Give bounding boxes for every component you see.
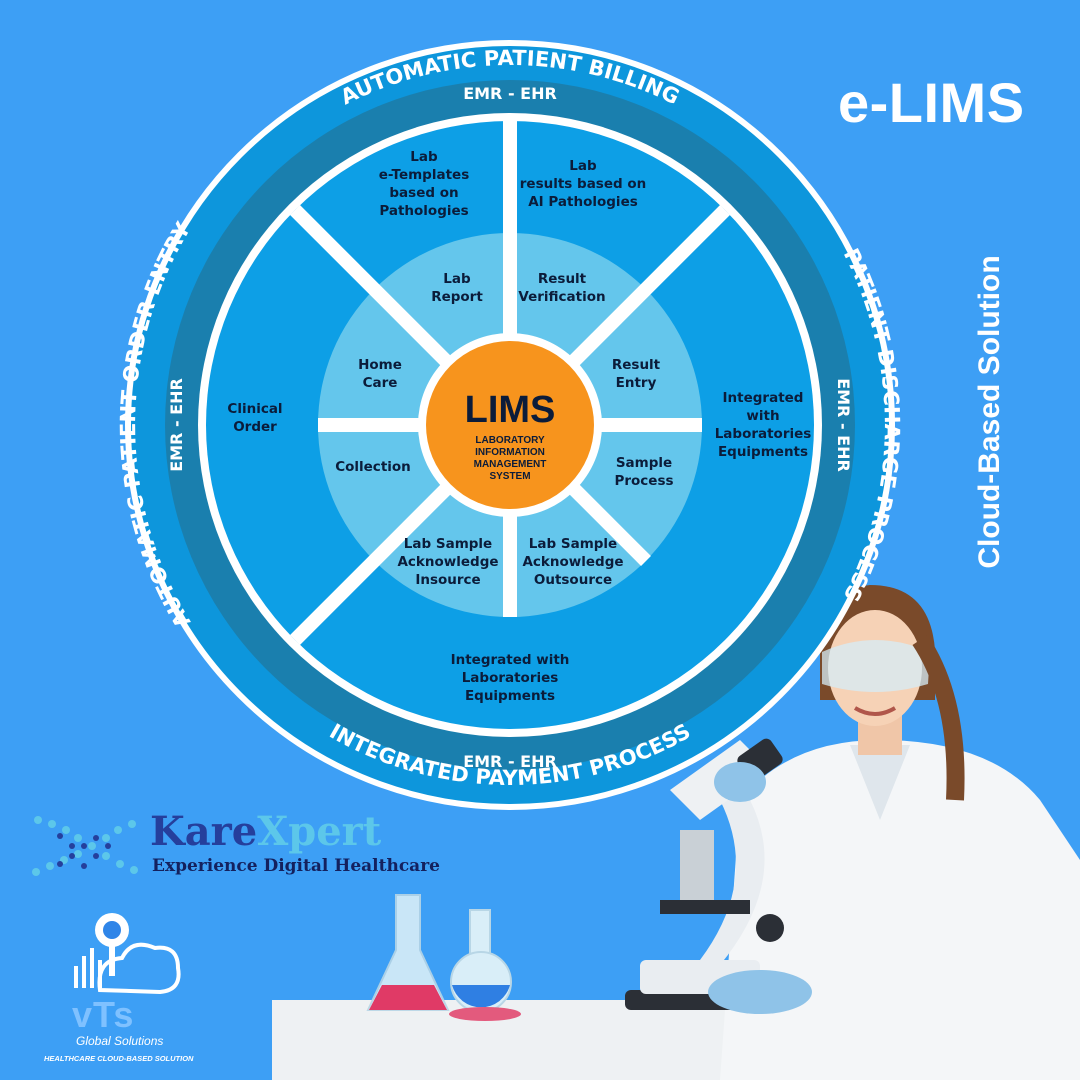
inner-segment-label-7-line-1: Collection xyxy=(335,459,411,475)
vts-subtitle: Global Solutions xyxy=(76,1034,164,1048)
outer-segment-label-1-line-4: Pathologies xyxy=(379,203,468,219)
outer-segment-label-4-line-3: Equipments xyxy=(465,688,555,704)
lab-scene-illustration xyxy=(272,585,1080,1080)
emr-label-right: EMR - EHR xyxy=(834,378,853,472)
inner-segment-label-4-line-2: Process xyxy=(614,473,673,489)
lims-center-line-2: INFORMATION xyxy=(475,447,545,458)
inner-segment-label-1-line-2: Report xyxy=(431,289,483,305)
outer-segment-label-5-line-2: Order xyxy=(233,419,277,435)
vts-cloud-logo-icon xyxy=(74,913,181,995)
outer-segment-label-3-line-2: with xyxy=(746,408,779,424)
outer-segment-label-2-line-3: AI Pathologies xyxy=(528,194,638,210)
outer-segment-label-4-line-2: Laboratories xyxy=(462,670,559,686)
inner-segment-label-6-line-2: Acknowledge xyxy=(397,554,498,570)
inner-segment-label-8-line-2: Care xyxy=(363,375,398,391)
inner-segment-label-5-line-2: Acknowledge xyxy=(522,554,623,570)
inner-segment-label-5-line-3: Outsource xyxy=(534,572,612,588)
emr-label-top: EMR - EHR xyxy=(463,84,557,103)
e-lims-title: e-LIMS xyxy=(838,71,1025,134)
karexpert-brand-name: KareXpert xyxy=(150,808,381,855)
outer-segment-label-3-line-4: Equipments xyxy=(718,444,808,460)
inner-segment-label-6-line-1: Lab Sample xyxy=(404,536,492,552)
inner-segment-label-6-line-3: Insource xyxy=(415,572,480,588)
outer-segment-label-1-line-3: based on xyxy=(389,185,458,201)
karexpert-name-kare: Kare xyxy=(150,808,258,855)
inner-segment-label-2-line-1: Result xyxy=(538,271,587,287)
outer-segment-label-3-line-1: Integrated xyxy=(723,390,804,406)
emr-label-bottom: EMR - EHR xyxy=(463,752,557,771)
inner-segment-label-4-line-1: Sample xyxy=(616,455,672,471)
karexpert-logo-icon xyxy=(32,816,138,876)
emr-label-left: EMR - EHR xyxy=(167,378,186,472)
outer-segment-label-3-line-3: Laboratories xyxy=(715,426,812,442)
lims-center-title: LIMS xyxy=(465,389,556,431)
flask-round xyxy=(450,909,512,1013)
outer-segment-label-1-line-1: Lab xyxy=(410,149,438,165)
inner-segment-label-8-line-1: Home xyxy=(358,357,402,373)
lims-center-circle xyxy=(426,341,594,509)
lims-center-line-1: LABORATORY xyxy=(475,435,545,446)
vts-brand-name: vTs xyxy=(72,994,135,1035)
inner-segment-label-1-line-1: Lab xyxy=(443,271,471,287)
lims-center-line-3: MANAGEMENT xyxy=(474,459,547,470)
inner-segment-label-2-line-2: Verification xyxy=(518,289,605,305)
cloud-based-solution-label: Cloud-Based Solution xyxy=(973,255,1006,569)
lims-center-line-4: SYSTEM xyxy=(489,471,530,482)
inner-segment-label-5-line-1: Lab Sample xyxy=(529,536,617,552)
petri-dish xyxy=(449,1007,521,1021)
outer-segment-label-4-line-1: Integrated with xyxy=(451,652,570,668)
microscope xyxy=(625,738,812,1014)
flask-conical xyxy=(366,894,450,1011)
vts-tagline: HEALTHCARE CLOUD-BASED SOLUTION xyxy=(44,1054,194,1063)
outer-segment-label-5-line-1: Clinical xyxy=(227,401,282,417)
segment-separators xyxy=(290,121,730,645)
karexpert-tagline: Experience Digital Healthcare xyxy=(152,856,440,876)
outer-segment-label-2-line-2: results based on xyxy=(520,176,647,192)
outer-segment-label-1-line-2: e-Templates xyxy=(379,167,469,183)
inner-segment-label-3-line-2: Entry xyxy=(616,375,657,391)
inner-segment-label-3-line-1: Result xyxy=(612,357,661,373)
karexpert-name-xpert: Xpert xyxy=(257,808,382,855)
outer-segment-label-2-line-1: Lab xyxy=(569,158,597,174)
